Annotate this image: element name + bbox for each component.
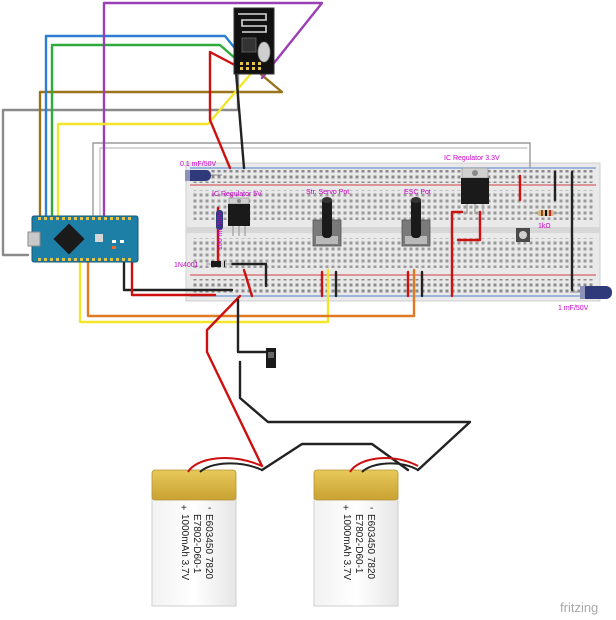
- usb-port: [27, 231, 41, 247]
- wire-red-nano: [130, 260, 217, 297]
- wire-green: [50, 43, 246, 217]
- battery-1-line2: E7802-D60-1: [191, 514, 202, 574]
- servo-potentiometer: [312, 197, 342, 247]
- esc-potentiometer: [401, 197, 431, 247]
- battery-1-line1: E603450 7820: [203, 514, 214, 580]
- diode-label: 1N4001: [174, 262, 199, 269]
- servo-pot-label: Str. Servo Pot: [306, 189, 349, 196]
- battery-2-line1: E603450 7820: [365, 514, 376, 580]
- regulator-3v3: [461, 167, 489, 214]
- wire-black-top: [234, 70, 246, 170]
- reg5-label: IC Regulator 5V: [212, 191, 262, 198]
- resistor-label: 1kΩ: [538, 223, 551, 230]
- wire-yellow-bottom: [78, 260, 330, 324]
- wire-black-switch: [236, 298, 268, 354]
- push-button: [516, 228, 530, 242]
- breadboard: [185, 162, 601, 302]
- battery-1-line3: 1000mAh 3.7V: [179, 514, 190, 580]
- battery-2: + - E603450 7820 E7802-D60-1 1000mAh 3.7…: [313, 457, 419, 607]
- wire-black-battery: [238, 360, 472, 472]
- cap-mid-label: 100 mF/50V: [217, 212, 224, 250]
- capacitor-large: [570, 286, 612, 299]
- fritzing-watermark: fritzing: [560, 600, 598, 615]
- reset-button: [95, 234, 103, 242]
- battery-2-line2: E7802-D60-1: [353, 514, 364, 574]
- wire-black-reg5: [230, 262, 268, 288]
- reg33-label: IC Regulator 3.3V: [444, 155, 500, 162]
- cap-large-label: 1 mF/50V: [558, 305, 589, 312]
- wire-black-bat-link: [260, 442, 410, 472]
- battery-2-minus: -: [370, 503, 373, 514]
- capacitor-small: [185, 170, 222, 181]
- header-pins-top: [38, 217, 131, 220]
- slide-switch: [266, 348, 276, 368]
- wire-red-reg33b: [456, 210, 482, 242]
- wire-red-diode: [242, 268, 254, 298]
- mcu-chip: [53, 223, 85, 255]
- battery-1-minus: -: [208, 503, 211, 514]
- wire-orange: [86, 260, 416, 318]
- wire-gray-3: [99, 147, 528, 216]
- header-pins-bottom: [38, 258, 131, 261]
- wire-yellow-top: [56, 68, 256, 217]
- nrf24-radio-module: [233, 7, 275, 75]
- resistor: [532, 210, 560, 216]
- battery-1: + - E603450 7820 E7802-D60-1 1000mAh 3.7…: [151, 457, 263, 607]
- esc-pot-label: ESC Pot: [404, 189, 431, 196]
- wire-purple: [102, 1, 324, 217]
- wire-red-reg33: [450, 210, 464, 298]
- battery-2-plus: +: [343, 503, 349, 514]
- wire-black-nano: [122, 260, 234, 292]
- battery-2-line3: 1000mAh 3.7V: [341, 514, 352, 580]
- wire-red-battery: [205, 294, 264, 468]
- diode: [206, 261, 232, 267]
- capacitor-mid: [216, 210, 223, 230]
- battery-1-plus: +: [181, 503, 187, 514]
- wire-gray-2: [92, 142, 531, 216]
- wire-red-top: [208, 50, 250, 170]
- regulator-5v: [228, 197, 250, 236]
- arduino-nano: [27, 215, 139, 263]
- cap-small-label: 0.1 mF/50V: [180, 161, 217, 168]
